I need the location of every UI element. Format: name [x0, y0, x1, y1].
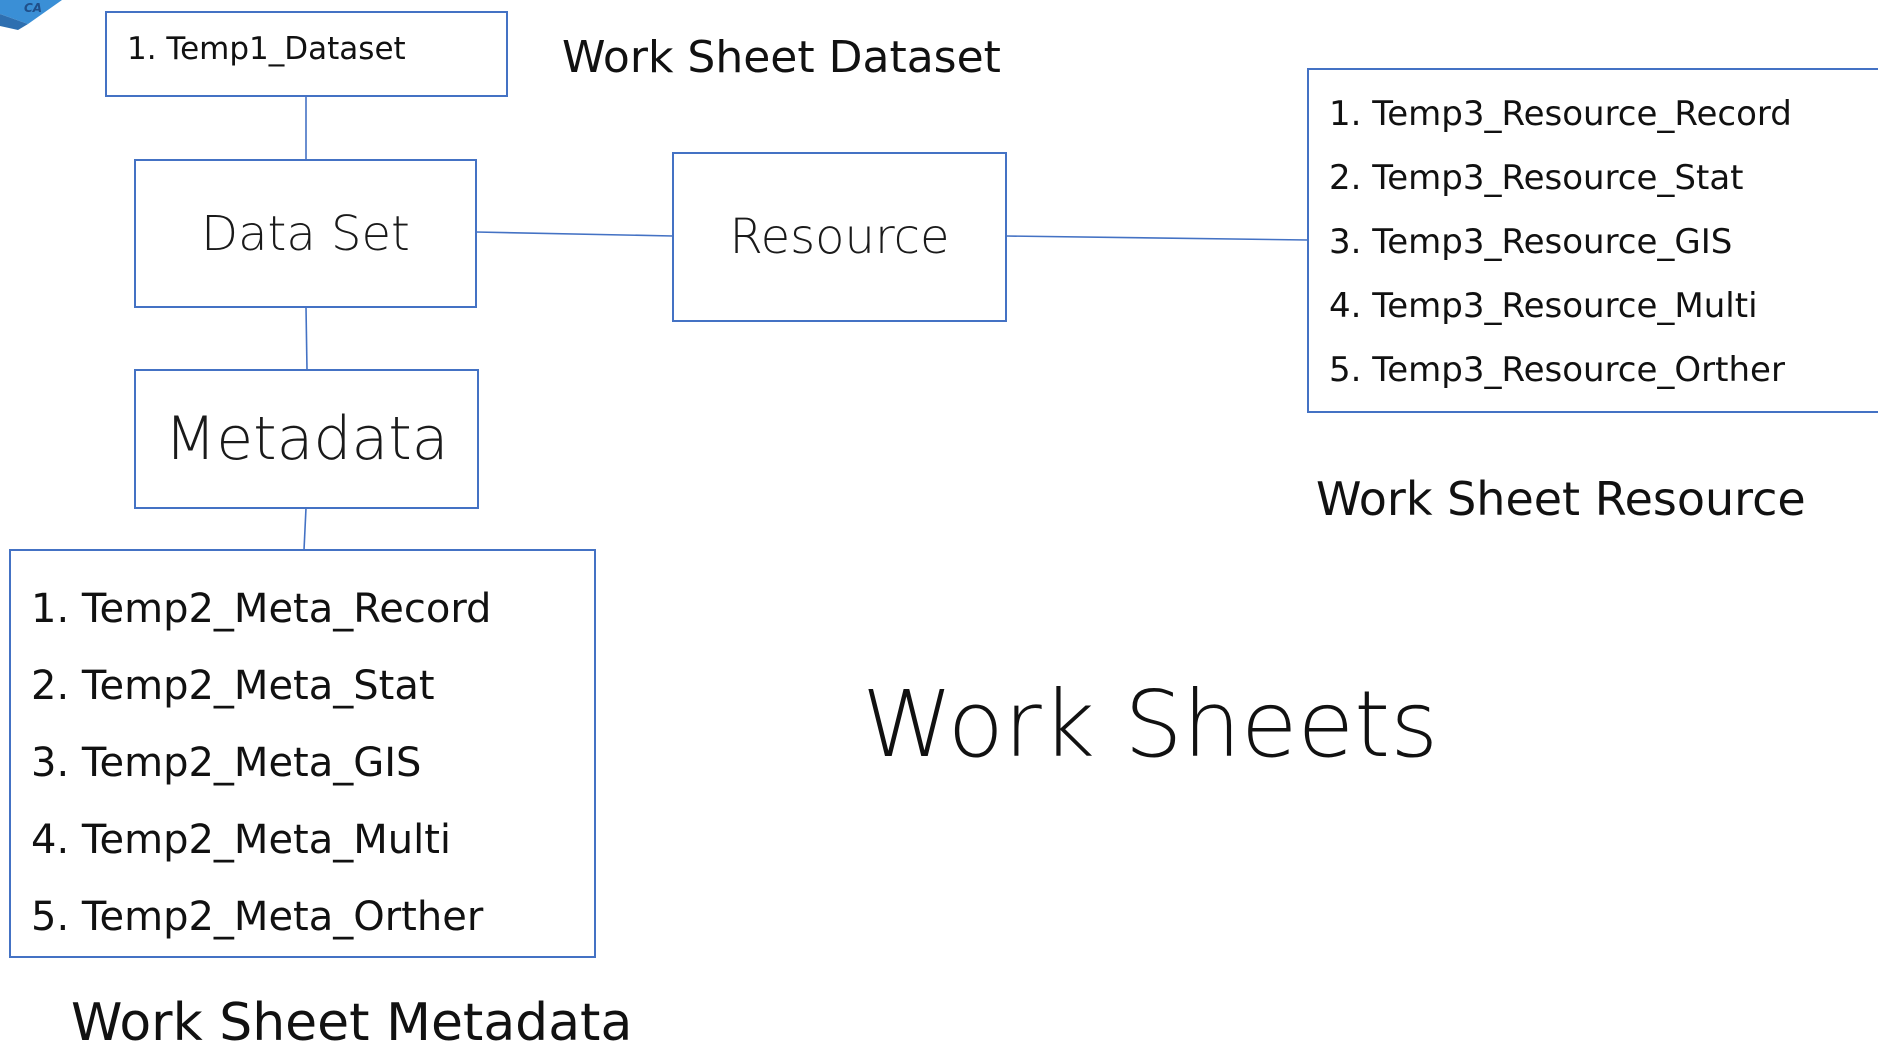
connector-metadata-to-list [303, 507, 307, 551]
list-item: 1. Temp1_Dataset [127, 31, 406, 67]
list-item: 5. Temp2_Meta_Orther [31, 894, 484, 940]
list-item: 4. Temp2_Meta_Multi [31, 817, 452, 863]
dataset-worksheet-list: 1. Temp1_Dataset [107, 13, 506, 67]
dataset-node: Data Set [134, 159, 477, 308]
connector-resource-to-list [1005, 235, 1309, 241]
main-title: Work Sheets [862, 671, 1439, 778]
list-item: 2. Temp3_Resource_Stat [1329, 158, 1744, 198]
connector-dataset-to-resource [475, 231, 674, 237]
resource-node-label: Resource [729, 209, 950, 265]
dataset-worksheet-box: 1. Temp1_Dataset [105, 11, 508, 97]
connector-dataset-to-metadata [305, 306, 308, 371]
list-item: 3. Temp2_Meta_GIS [31, 740, 422, 786]
caption-work-sheet-metadata: Work Sheet Metadata [71, 993, 633, 1053]
caption-work-sheet-dataset: Work Sheet Dataset [562, 32, 1001, 83]
corner-logo-icon: CA [0, 0, 62, 30]
list-item: 4. Temp3_Resource_Multi [1329, 286, 1758, 326]
metadata-worksheet-list: 1. Temp2_Meta_Record 2. Temp2_Meta_Stat … [11, 551, 594, 956]
resource-worksheet-list: 1. Temp3_Resource_Record 2. Temp3_Resour… [1309, 70, 1878, 402]
list-item: 3. Temp3_Resource_GIS [1329, 222, 1733, 262]
caption-work-sheet-resource: Work Sheet Resource [1316, 472, 1806, 526]
resource-worksheet-box: 1. Temp3_Resource_Record 2. Temp3_Resour… [1307, 68, 1878, 413]
list-item: 1. Temp3_Resource_Record [1329, 94, 1792, 134]
list-item: 1. Temp2_Meta_Record [31, 586, 492, 632]
logo-text: CA [24, 1, 42, 15]
metadata-worksheet-box: 1. Temp2_Meta_Record 2. Temp2_Meta_Stat … [9, 549, 596, 958]
resource-node: Resource [672, 152, 1007, 322]
metadata-node: Metadata [134, 369, 479, 509]
dataset-node-label: Data Set [201, 205, 410, 262]
list-item: 2. Temp2_Meta_Stat [31, 663, 435, 709]
list-item: 5. Temp3_Resource_Orther [1329, 350, 1785, 390]
metadata-node-label: Metadata [164, 404, 449, 474]
